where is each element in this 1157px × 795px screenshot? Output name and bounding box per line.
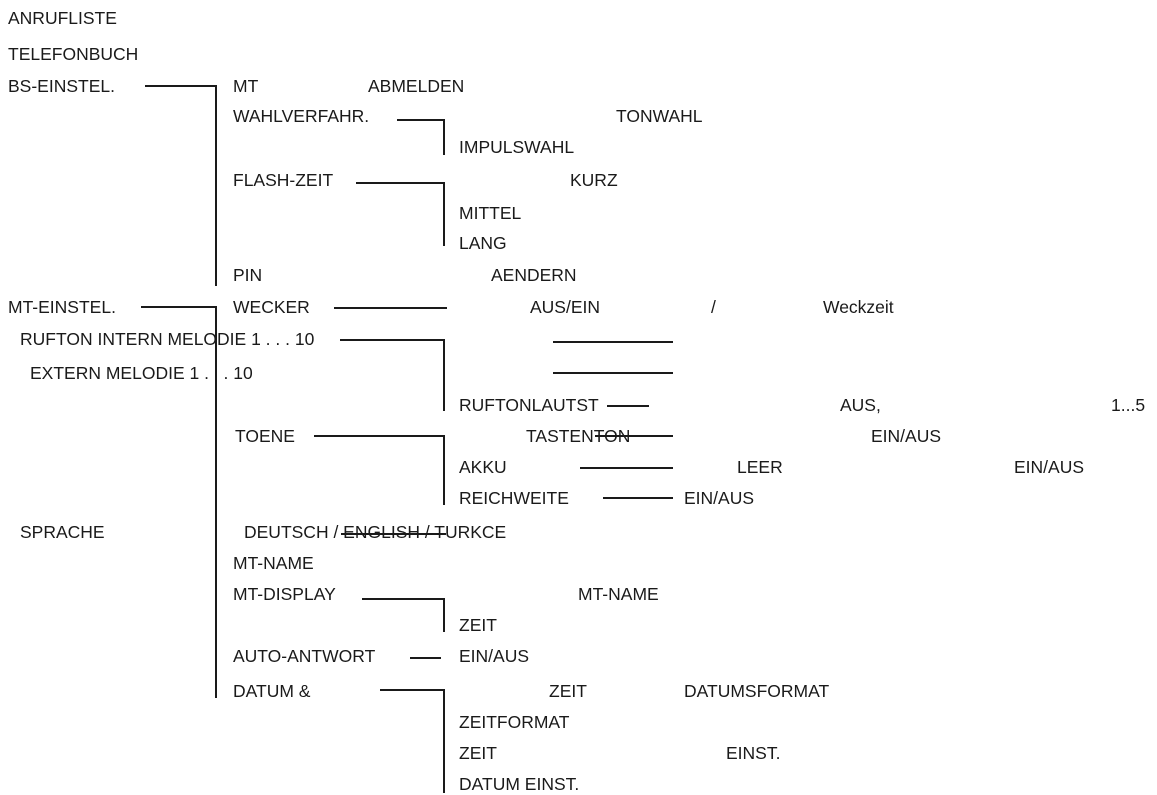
label-aus-ein: AUS/EIN (530, 297, 601, 317)
label-mt-display: MT-DISPLAY (233, 584, 336, 604)
label-languages: DEUTSCH / ENGLISH / TURKCE (244, 522, 507, 542)
label-zeitformat: ZEITFORMAT (459, 712, 570, 732)
label-datum: DATUM & (233, 681, 311, 701)
connector-blank-1 (553, 341, 673, 343)
label-wahlverfahr: WAHLVERFAHR. (233, 106, 370, 126)
connector-akku (580, 467, 673, 469)
connector-rufton-vertical (443, 339, 445, 411)
connector-blank-2 (553, 372, 673, 374)
label-zeit: ZEIT (459, 743, 497, 763)
connector-mt-einstel (141, 306, 217, 308)
label-rufton-intern: RUFTON INTERN MELODIE 1 . . . 10 (20, 329, 315, 349)
connector-datum-vertical (443, 689, 445, 793)
label-telefonbuch: TELEFONBUCH (8, 44, 139, 64)
label-range: 1...5 (1111, 395, 1146, 415)
label-impulswahl: IMPULSWAHL (459, 137, 575, 157)
connector-english (341, 533, 446, 535)
connector-reichweite (603, 497, 673, 499)
label-display-zeit: ZEIT (459, 615, 497, 635)
label-akku-value: EIN/AUS (1014, 457, 1085, 477)
label-display-mt-name: MT-NAME (578, 584, 659, 604)
connector-tastenton (595, 435, 673, 437)
connector-toene-vertical (443, 435, 445, 505)
label-flash-zeit: FLASH-ZEIT (233, 170, 334, 190)
label-einst: EINST. (726, 743, 781, 763)
label-wecker: WECKER (233, 297, 310, 317)
label-auto-antwort: AUTO-ANTWORT (233, 646, 376, 666)
label-abmelden: ABMELDEN (368, 76, 465, 96)
connector-auto-antwort (410, 657, 441, 659)
label-weckzeit: Weckzeit (823, 297, 894, 317)
label-mt-name: MT-NAME (233, 553, 314, 573)
label-mt-einstel: MT-EINSTEL. (8, 297, 116, 317)
label-datum-zeit: ZEIT (549, 681, 587, 701)
connector-rufton (340, 339, 445, 341)
label-rufton-extern: EXTERN MELODIE 1 . . . 10 (30, 363, 253, 383)
label-toene: TOENE (235, 426, 295, 446)
label-aus-comma: AUS, (840, 395, 881, 415)
connector-bs-einstel (145, 85, 216, 87)
label-reichweite: REICHWEITE (459, 488, 569, 508)
connector-mt-display (362, 598, 445, 600)
connector-flash-zeit-vertical (443, 182, 445, 246)
connector-wecker (334, 307, 447, 309)
connector-ruftonlautst (607, 405, 649, 407)
label-auto-antwort-value: EIN/AUS (459, 646, 530, 666)
label-aendern: AENDERN (491, 265, 577, 285)
label-leer: LEER (737, 457, 783, 477)
label-mittel: MITTEL (459, 203, 522, 223)
label-ruftonlautst: RUFTONLAUTST (459, 395, 599, 415)
label-lang: LANG (459, 233, 507, 253)
label-reichweite-value: EIN/AUS (684, 488, 755, 508)
label-pin: PIN (233, 265, 263, 285)
connector-mt-display-vertical (443, 598, 445, 632)
connector-flash-zeit (356, 182, 445, 184)
label-akku: AKKU (459, 457, 507, 477)
connector-toene (314, 435, 445, 437)
label-kurz: KURZ (570, 170, 618, 190)
connector-mt-vertical (215, 306, 217, 698)
label-tonwahl: TONWAHL (616, 106, 703, 126)
label-tastenton-value: EIN/AUS (871, 426, 942, 446)
label-datum-einst: DATUM EINST. (459, 774, 580, 794)
label-slash: / (711, 297, 716, 317)
label-sprache: SPRACHE (20, 522, 105, 542)
label-mt: MT (233, 76, 259, 96)
label-tastenton: TASTENTON (526, 426, 631, 446)
label-anrufliste: ANRUFLISTE (8, 8, 117, 28)
connector-bs-vertical (215, 85, 217, 286)
connector-datum (380, 689, 445, 691)
label-bs-einstel: BS-EINSTEL. (8, 76, 115, 96)
connector-wahlverfahr (397, 119, 445, 121)
label-datumsformat: DATUMSFORMAT (684, 681, 830, 701)
connector-wahlverfahr-vertical (443, 119, 445, 155)
